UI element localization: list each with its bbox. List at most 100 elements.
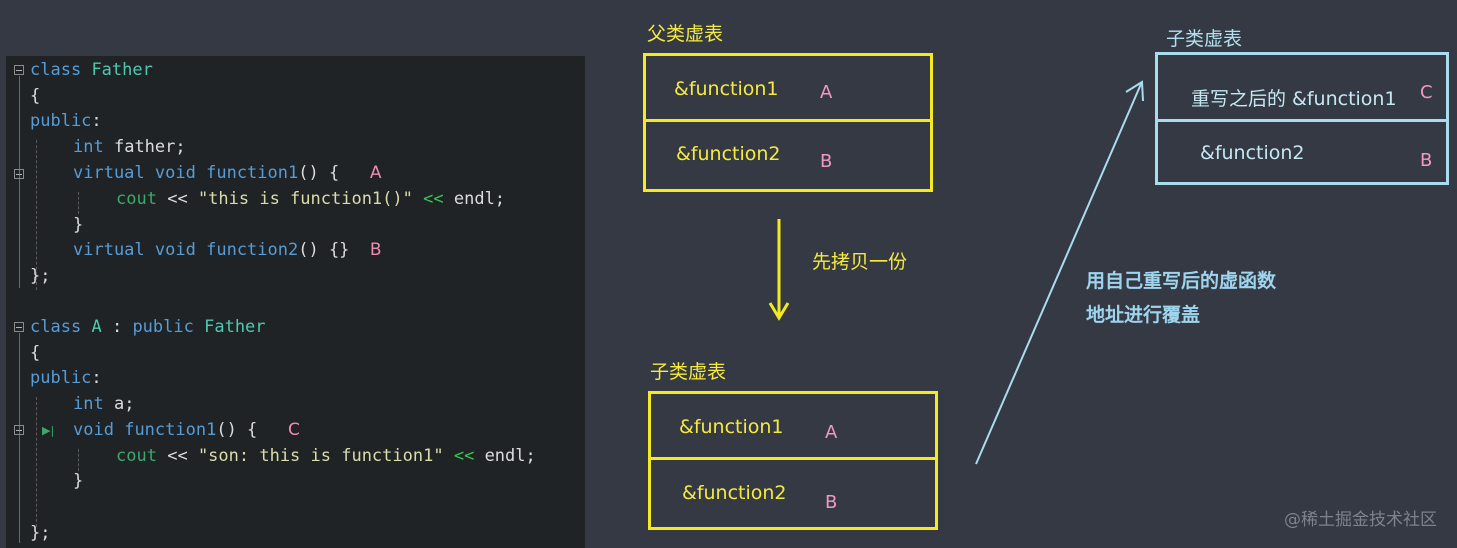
brace: } xyxy=(73,215,84,235)
vtable-entry-marker: B xyxy=(825,492,838,513)
marker-label: B xyxy=(369,240,382,260)
vtable-entry-label: &function2 xyxy=(1200,142,1305,164)
keyword: public xyxy=(30,111,92,131)
keyword: public xyxy=(132,317,194,337)
code-line-4: int father; xyxy=(73,134,186,160)
code-line-10: class A : public Father xyxy=(30,314,266,340)
keyword: void xyxy=(154,163,196,183)
vtable-entry-marker: B xyxy=(820,151,833,172)
type-keyword: int xyxy=(73,137,104,157)
vtable-row: &function2 B xyxy=(646,122,930,189)
code-editor-panel: ▶| class Father { public: int father; vi… xyxy=(6,56,585,548)
vtable-entry-marker: C xyxy=(1420,82,1433,103)
vtable-row: 重写之后的 &function1 C xyxy=(1158,55,1446,122)
class-name: Father xyxy=(91,60,153,80)
colon: : xyxy=(91,111,102,131)
identifier: endl; xyxy=(484,446,536,466)
breakpoint-arrow-icon[interactable]: ▶| xyxy=(42,424,55,437)
child-vtable-copy: &function1 A &function2 B xyxy=(648,391,938,530)
indent-guide xyxy=(36,140,37,290)
identifier: cout xyxy=(116,446,157,466)
fold-guide xyxy=(19,333,20,543)
fold-toggle-icon[interactable] xyxy=(14,65,24,75)
vtable-row: &function1 A xyxy=(651,394,935,460)
code-line-13: int a; xyxy=(73,391,134,417)
type-keyword: int xyxy=(73,394,104,414)
vtable-entry-marker: A xyxy=(825,422,838,443)
brace: }; xyxy=(30,523,51,543)
marker-label: C xyxy=(288,420,300,440)
function-name: function2 xyxy=(206,240,299,260)
child-vtable-final-title: 子类虚表 xyxy=(1166,28,1243,50)
signature: () { xyxy=(216,420,258,440)
string-literal: "son: this is function1" xyxy=(197,446,444,466)
code-line-11: { xyxy=(30,340,40,366)
member-decl: father; xyxy=(113,137,186,157)
keyword: class xyxy=(30,60,82,80)
class-name: A xyxy=(91,317,102,337)
vtable-entry-marker: B xyxy=(1420,150,1433,171)
child-vtable-copy-title: 子类虚表 xyxy=(650,361,727,383)
keyword: void xyxy=(73,420,114,440)
indent-guide xyxy=(78,192,79,214)
code-line-7: } xyxy=(73,212,83,238)
code-line-2: { xyxy=(30,83,40,109)
child-vtable-final: 重写之后的 &function1 C &function2 B xyxy=(1155,52,1449,185)
operator: << xyxy=(167,189,188,209)
copy-note: 先拷贝一份 xyxy=(812,251,908,273)
override-note-line-2: 地址进行覆盖 xyxy=(1086,304,1201,326)
vtable-row: &function1 A xyxy=(646,56,930,122)
brace: { xyxy=(30,343,41,363)
vtable-entry-marker: A xyxy=(820,82,833,103)
operator: << xyxy=(167,446,188,466)
vtable-entry-label: &function1 xyxy=(679,416,784,438)
vtable-entry-label: &function2 xyxy=(682,482,787,504)
code-line-9: }; xyxy=(30,263,50,289)
brace: }; xyxy=(30,266,51,286)
marker-label: A xyxy=(369,163,382,183)
code-line-14: void function1() { C xyxy=(73,417,300,443)
fold-toggle-icon[interactable] xyxy=(14,425,24,435)
father-vtable: &function1 A &function2 B xyxy=(643,53,933,192)
brace: { xyxy=(30,86,41,106)
keyword: class xyxy=(30,317,82,337)
keyword: virtual xyxy=(73,240,145,260)
fold-toggle-icon[interactable] xyxy=(14,322,24,332)
keyword: void xyxy=(154,240,196,260)
vtable-row: &function2 B xyxy=(1158,122,1446,182)
code-line-3: public: xyxy=(30,108,102,134)
function-name: function1 xyxy=(124,420,217,440)
colon: : xyxy=(111,317,123,337)
code-line-16: } xyxy=(73,468,83,494)
code-line-6: cout << "this is function1()" << endl; xyxy=(116,186,505,212)
string-literal: "this is function1()" xyxy=(197,189,413,209)
operator: << xyxy=(453,446,475,466)
override-arrow xyxy=(975,80,1144,465)
member-decl: a; xyxy=(113,394,135,414)
identifier: cout xyxy=(116,189,157,209)
code-line-1: class Father xyxy=(30,57,153,83)
identifier: endl; xyxy=(453,189,506,209)
father-vtable-title: 父类虚表 xyxy=(647,23,724,45)
vtable-entry-label: 重写之后的 &function1 xyxy=(1191,88,1397,110)
operator: << xyxy=(423,189,444,209)
indent-guide xyxy=(78,449,79,471)
code-line-15: cout << "son: this is function1" << endl… xyxy=(116,443,536,469)
signature: () {} xyxy=(298,240,350,260)
fold-toggle-icon[interactable] xyxy=(14,169,24,179)
code-line-8: virtual void function2() {} B xyxy=(73,237,382,263)
fold-guide xyxy=(19,76,20,288)
code-line-17: }; xyxy=(30,520,50,546)
code-line-5: virtual void function1() { A xyxy=(73,160,382,186)
class-name: Father xyxy=(204,317,266,337)
signature: () { xyxy=(298,163,340,183)
override-note-line-1: 用自己重写后的虚函数 xyxy=(1086,270,1277,292)
vtable-entry-label: &function2 xyxy=(676,143,781,165)
vtable-entry-label: &function1 xyxy=(674,78,779,100)
copy-arrow xyxy=(768,219,790,321)
brace: } xyxy=(73,471,84,491)
code-line-12: public: xyxy=(30,365,102,391)
keyword: virtual xyxy=(73,163,145,183)
colon: : xyxy=(91,368,102,388)
indent-guide xyxy=(36,397,37,527)
